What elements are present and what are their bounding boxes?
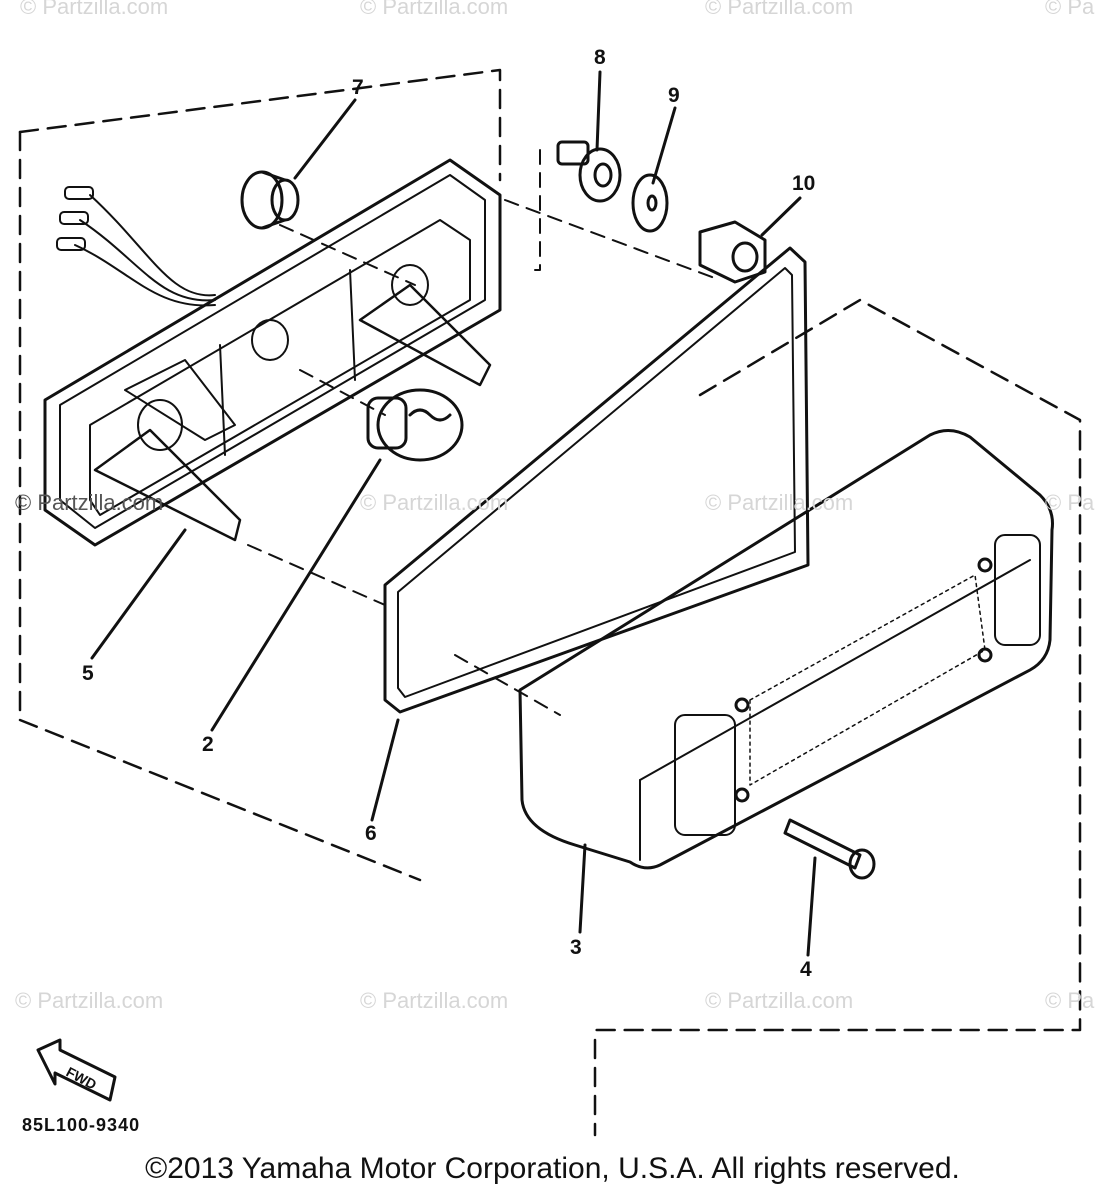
watermark: © Partzilla.com [15,490,164,515]
watermark: © Partzilla.com [15,988,164,1013]
gasket [383,246,810,714]
copyright-notice: ©2013 Yamaha Motor Corporation, U.S.A. A… [145,1152,960,1185]
callout-6: 6 [365,822,377,845]
lens [518,429,1054,870]
watermark: © Partzilla.com [360,0,509,19]
callout-10: 10 [792,172,816,195]
callout-4: 4 [800,958,812,981]
fwd-arrow-icon [36,1038,117,1102]
callout-3: 3 [570,936,582,959]
grommet [240,170,300,230]
watermark: © Partzilla.com [705,988,854,1013]
assembly-boundary-left [18,68,502,882]
alignment-lines [247,149,721,716]
watermark: © Partzilla.com [360,490,509,515]
callout-5: 5 [82,662,94,685]
leader-lines [90,70,817,957]
bulb [366,388,464,462]
callout-2: 2 [202,733,214,756]
callout-9: 9 [668,84,680,107]
diagram-code: 85L100-9340 [22,1115,141,1135]
watermark: © Pa [1045,988,1095,1013]
watermark: © Partzilla.com [360,988,509,1013]
watermark: © Partzilla.com [705,0,854,19]
screw [783,818,876,880]
collar [556,140,622,203]
watermark: © Pa [1045,490,1095,515]
callout-7: 7 [352,76,364,99]
callout-8: 8 [594,46,606,69]
watermark: © Partzilla.com [20,0,169,19]
washer [631,173,669,233]
housing [43,158,502,547]
watermark: © Pa [1045,0,1095,19]
nut [698,220,767,284]
watermark: © Partzilla.com [705,490,854,515]
